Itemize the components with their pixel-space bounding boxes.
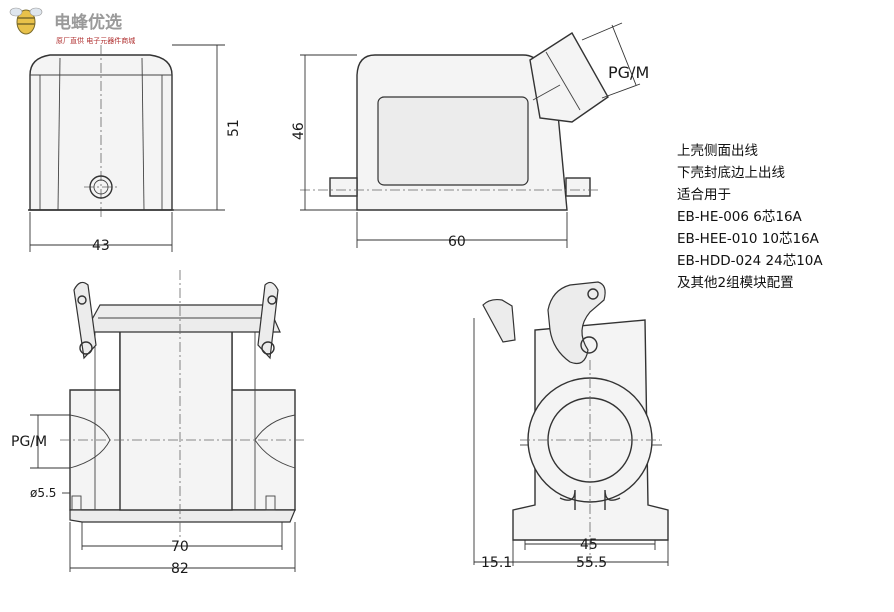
side-view: PG/M 46 60 [291, 22, 649, 250]
dim-housing-inner: 70 [171, 539, 189, 555]
note-line: EB-HEE-010 10芯16A [677, 231, 819, 247]
note-line: 适合用于 [677, 187, 731, 203]
front-view: 43 51 [28, 44, 242, 254]
bee-icon [9, 7, 43, 35]
brand-logo: 电蜂优选 原厂直供 电子元器件商城 [9, 7, 135, 45]
dim-housing-outer: 82 [171, 561, 189, 577]
note-line: 上壳侧面出线 [677, 143, 758, 159]
dim-housing-cable: PG/M [11, 434, 47, 450]
logo-name: 电蜂优选 [54, 12, 122, 33]
dim-housing-hole: ø5.5 [30, 486, 56, 500]
note-line: EB-HE-006 6芯16A [677, 209, 802, 225]
dim-side-inner: 45 [580, 537, 598, 553]
dim-side-height: 46 [291, 122, 307, 140]
product-notes: 上壳侧面出线 下壳封底边上出线 适合用于 EB-HE-006 6芯16A EB-… [677, 140, 823, 294]
dim-side-outer: 55.5 [576, 555, 607, 571]
note-line: 及其他2组模块配置 [677, 275, 794, 291]
dim-front-height: 51 [226, 119, 242, 137]
note-line: 下壳封底边上出线 [677, 165, 785, 181]
dim-side-cable: PG/M [608, 63, 649, 82]
dim-front-width: 43 [92, 238, 110, 254]
dim-side-width: 60 [448, 234, 466, 250]
note-line: EB-HDD-024 24芯10A [677, 253, 823, 269]
dim-side-offset: 15.1 [481, 555, 512, 571]
housing-front-view: PG/M ø5.5 70 82 [11, 270, 305, 577]
housing-side-view: 45 55.5 15.1 [473, 281, 669, 571]
logo-tagline: 原厂直供 电子元器件商城 [56, 36, 135, 45]
